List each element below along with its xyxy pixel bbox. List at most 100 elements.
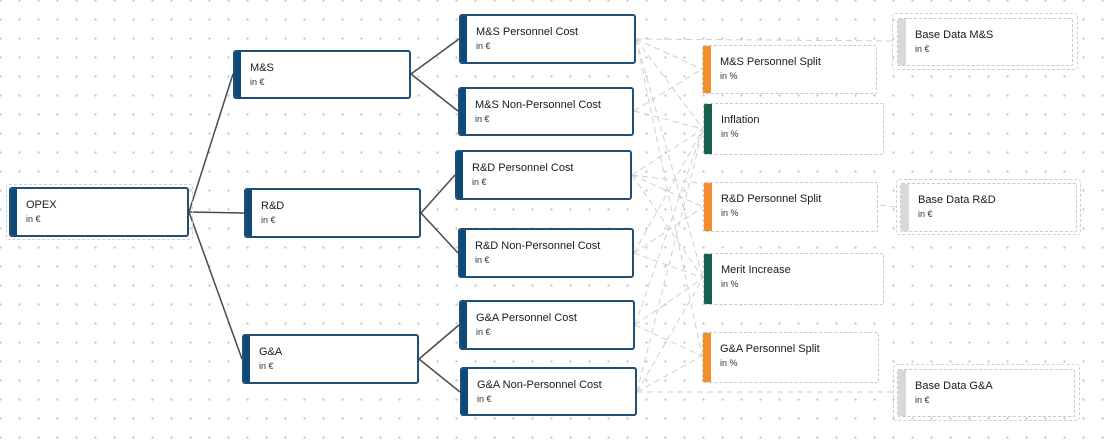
node-unit: in € bbox=[261, 215, 276, 225]
node-title: M&S Personnel Cost bbox=[476, 26, 579, 38]
node-rd[interactable]: R&D in € bbox=[244, 188, 421, 238]
tree-edge bbox=[410, 73, 459, 112]
node-ga[interactable]: G&A in € bbox=[242, 334, 419, 384]
tree-edge bbox=[410, 38, 460, 75]
node-title: Inflation bbox=[721, 114, 760, 126]
node-unit: in % bbox=[721, 279, 739, 289]
node-unit: in € bbox=[918, 209, 933, 219]
node-color-bar bbox=[898, 370, 906, 416]
dependency-link bbox=[633, 110, 704, 130]
node-unit: in € bbox=[915, 44, 930, 54]
node-title: Merit Increase bbox=[721, 264, 791, 276]
node-title: R&D bbox=[261, 200, 285, 212]
node-title: G&A Non-Personnel Cost bbox=[477, 379, 602, 391]
node-color-bar bbox=[704, 183, 712, 231]
node-title: Base Data G&A bbox=[915, 380, 993, 392]
node-title: Base Data R&D bbox=[918, 194, 996, 206]
node-color-bar bbox=[703, 46, 711, 93]
node-base-data-rd[interactable]: Base Data R&D in € bbox=[900, 183, 1077, 232]
node-ms-non-personnel-cost[interactable]: M&S Non-Personnel Cost in € bbox=[458, 87, 634, 136]
dependency-link bbox=[636, 277, 704, 393]
selection-frame-base-ms bbox=[892, 13, 1078, 70]
tree-edge bbox=[188, 73, 234, 213]
dependency-link bbox=[635, 38, 704, 279]
dependency-link bbox=[634, 324, 703, 357]
node-unit: in € bbox=[250, 77, 265, 87]
node-color-bar bbox=[457, 152, 463, 198]
selection-frame-opex bbox=[6, 184, 193, 240]
node-rd-personnel-cost[interactable]: R&D Personnel Cost in € bbox=[455, 150, 632, 200]
node-color-bar bbox=[901, 184, 909, 231]
node-ms-personnel-split[interactable]: M&S Personnel Split in % bbox=[702, 45, 877, 94]
dependency-link bbox=[635, 38, 703, 357]
node-ms[interactable]: M&S in € bbox=[233, 50, 411, 99]
node-unit: in € bbox=[476, 41, 491, 51]
node-rd-non-personnel-cost[interactable]: R&D Non-Personnel Cost in € bbox=[458, 228, 634, 278]
node-title: G&A Personnel Split bbox=[720, 343, 820, 355]
node-unit: in € bbox=[476, 327, 491, 337]
node-unit: in € bbox=[472, 177, 487, 187]
node-base-data-ms[interactable]: Base Data M&S in € bbox=[897, 18, 1073, 66]
dependency-link bbox=[631, 128, 704, 176]
tree-edge bbox=[188, 211, 243, 360]
node-color-bar bbox=[460, 230, 466, 276]
tree-edge bbox=[420, 212, 459, 254]
node-title: M&S Personnel Split bbox=[720, 56, 821, 68]
node-unit: in € bbox=[475, 255, 490, 265]
node-unit: in % bbox=[721, 208, 739, 218]
node-ga-personnel-cost[interactable]: G&A Personnel Cost in € bbox=[459, 300, 635, 350]
selection-frame-base-rd bbox=[896, 179, 1081, 235]
node-title: G&A Personnel Cost bbox=[476, 312, 577, 324]
dependency-link bbox=[631, 174, 704, 208]
dependency-link bbox=[633, 206, 704, 254]
dependency-link bbox=[636, 128, 704, 393]
node-color-bar bbox=[461, 302, 467, 348]
node-base-data-ga[interactable]: Base Data G&A in € bbox=[897, 369, 1075, 417]
tree-edge bbox=[420, 174, 456, 214]
node-title: M&S bbox=[250, 62, 274, 74]
node-unit: in € bbox=[259, 361, 274, 371]
node-unit: in % bbox=[720, 358, 738, 368]
dependency-link bbox=[634, 128, 704, 326]
node-color-bar bbox=[462, 369, 468, 414]
node-unit: in € bbox=[477, 394, 492, 404]
node-title: Base Data M&S bbox=[915, 29, 994, 41]
node-color-bar bbox=[244, 336, 250, 382]
node-ga-personnel-split[interactable]: G&A Personnel Split in % bbox=[702, 332, 879, 383]
node-title: OPEX bbox=[26, 199, 57, 211]
node-merit-increase[interactable]: Merit Increase in % bbox=[703, 253, 884, 305]
node-inflation[interactable]: Inflation in % bbox=[703, 103, 884, 155]
dependency-link bbox=[633, 252, 704, 279]
node-title: G&A bbox=[259, 346, 283, 358]
selection-frame-base-ga bbox=[893, 364, 1080, 421]
node-ms-personnel-cost[interactable]: M&S Personnel Cost in € bbox=[459, 14, 636, 64]
node-unit: in € bbox=[475, 114, 490, 124]
dependency-link bbox=[631, 174, 704, 279]
dependency-link bbox=[635, 38, 704, 130]
node-ga-non-personnel-cost[interactable]: G&A Non-Personnel Cost in € bbox=[460, 367, 637, 416]
node-opex[interactable]: OPEX in € bbox=[9, 187, 189, 237]
node-color-bar bbox=[460, 89, 466, 134]
dependency-link bbox=[635, 38, 703, 70]
node-color-bar bbox=[235, 52, 241, 97]
node-unit: in € bbox=[26, 214, 41, 224]
node-unit: in % bbox=[720, 71, 738, 81]
node-color-bar bbox=[898, 19, 906, 65]
node-unit: in % bbox=[721, 129, 739, 139]
node-color-bar bbox=[704, 104, 712, 154]
tree-edge bbox=[418, 358, 461, 393]
node-color-bar bbox=[461, 16, 467, 62]
node-title: R&D Personnel Split bbox=[721, 193, 822, 205]
node-color-bar bbox=[703, 333, 711, 382]
node-color-bar bbox=[246, 190, 252, 236]
dependency-link bbox=[633, 128, 704, 254]
tree-edge bbox=[418, 324, 460, 360]
node-title: R&D Non-Personnel Cost bbox=[475, 240, 601, 252]
node-unit: in € bbox=[915, 395, 930, 405]
node-color-bar bbox=[11, 189, 17, 235]
dependency-link bbox=[634, 277, 704, 326]
node-rd-personnel-split[interactable]: R&D Personnel Split in % bbox=[703, 182, 878, 232]
node-title: M&S Non-Personnel Cost bbox=[475, 99, 601, 111]
node-color-bar bbox=[704, 254, 712, 304]
